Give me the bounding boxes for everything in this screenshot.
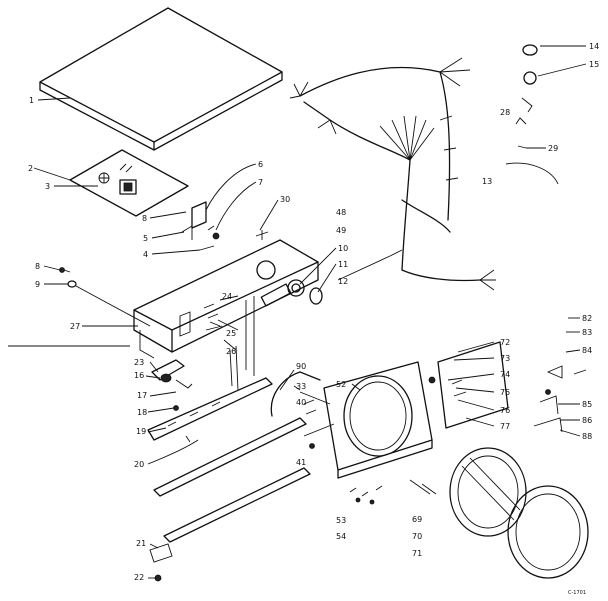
- bulkhead-part: [323, 361, 433, 505]
- callout-74: 74: [500, 370, 510, 379]
- drawing-code: C-1701: [568, 590, 586, 596]
- callout-77: 77: [500, 422, 510, 431]
- frame-part: [270, 371, 335, 449]
- callout-73: 73: [500, 354, 510, 363]
- wiring-harness-part: [289, 57, 496, 291]
- callout-21: 21: [136, 539, 146, 548]
- control-plate-part: [69, 149, 189, 217]
- callout-12: 12: [338, 277, 348, 286]
- callout-23: 23: [134, 358, 144, 367]
- callout-82: 82: [582, 314, 592, 323]
- callout-85: 85: [582, 400, 592, 409]
- latch-bracket-part: [428, 341, 509, 429]
- callout-72: 72: [500, 338, 510, 347]
- callout-76: 76: [500, 406, 510, 415]
- callout-20: 20: [134, 460, 144, 469]
- callout-28: 28: [500, 108, 510, 117]
- callout-25: 25: [226, 329, 236, 338]
- callout-2: 2: [28, 164, 33, 173]
- lower-bracket-part: [147, 345, 273, 443]
- callout-30: 30: [280, 195, 290, 204]
- callout-40: 40: [296, 398, 306, 407]
- callout-52: 52: [336, 380, 346, 389]
- callout-24: 24: [222, 292, 232, 301]
- callout-84: 84: [582, 346, 592, 355]
- screw-parts: [59, 267, 151, 327]
- callout-26: 26: [226, 347, 236, 356]
- callout-15: 15: [589, 60, 599, 69]
- callout-5: 5: [143, 234, 148, 243]
- callout-71: 71: [412, 549, 422, 558]
- callout-16: 16: [134, 371, 144, 380]
- door-part: [421, 447, 589, 579]
- callout-33: 33: [296, 382, 306, 391]
- callout-41: 41: [296, 458, 306, 467]
- rear-panel-part: [133, 239, 323, 376]
- callout-86: 86: [582, 416, 592, 425]
- callout-3: 3: [45, 182, 50, 191]
- callout-54: 54: [336, 532, 346, 541]
- base-rail-part: [149, 417, 311, 582]
- switch-bracket-part: [181, 201, 269, 251]
- callout-13: 13: [482, 177, 492, 186]
- callout-53: 53: [336, 516, 346, 525]
- callout-9: 9: [35, 280, 40, 289]
- callout-70: 70: [412, 532, 422, 541]
- callout-29: 29: [548, 144, 558, 153]
- top-panel-part: [39, 7, 283, 151]
- callout-14: 14: [589, 42, 599, 51]
- callout-8a: 8: [142, 214, 147, 223]
- callout-75: 75: [500, 388, 510, 397]
- callout-10: 10: [338, 244, 348, 253]
- callout-8b: 8: [35, 262, 40, 271]
- harness-clips-part: [505, 44, 559, 185]
- callout-22: 22: [134, 573, 144, 582]
- callout-69: 69: [412, 515, 422, 524]
- callout-7: 7: [258, 178, 263, 187]
- callout-49: 49: [336, 226, 346, 235]
- callout-88: 88: [582, 432, 592, 441]
- callout-48: 48: [336, 208, 346, 217]
- callout-18: 18: [137, 408, 147, 417]
- callout-4: 4: [143, 250, 148, 259]
- callout-6: 6: [258, 160, 263, 169]
- callout-labels: 1 2 3 4 5 6 7 8 8 9 10 11 12 13 14 15 16…: [28, 42, 599, 596]
- callout-90: 90: [296, 362, 306, 371]
- callout-11: 11: [338, 260, 348, 269]
- callout-83: 83: [582, 328, 592, 337]
- leader-lines: [8, 45, 587, 579]
- latch-hardware-part: [533, 365, 587, 433]
- callout-19: 19: [136, 427, 146, 436]
- callout-17: 17: [137, 391, 147, 400]
- callout-27: 27: [70, 322, 80, 331]
- callout-1: 1: [29, 96, 34, 105]
